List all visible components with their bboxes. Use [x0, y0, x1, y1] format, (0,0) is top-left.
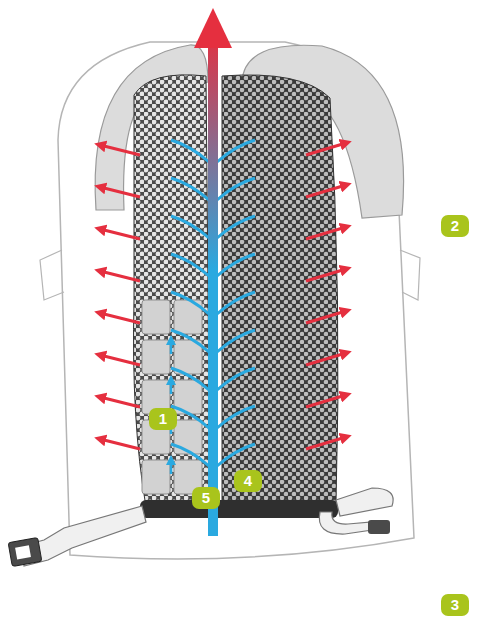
airflow-branch: [171, 330, 209, 352]
mesh-panel: [222, 75, 338, 507]
callout-number: 1: [159, 410, 167, 427]
airflow-branch: [217, 444, 255, 466]
callout-badge: 3: [441, 594, 469, 616]
heat-arrow: [306, 227, 346, 239]
heat-arrow: [100, 397, 140, 407]
hip-belt: [336, 488, 393, 516]
heat-arrow: [306, 395, 346, 407]
heat-arrow: [100, 187, 140, 197]
buckle: [8, 538, 42, 567]
heat-arrow: [306, 143, 346, 155]
foam-pad: [142, 340, 170, 374]
hip-belt-loop: [319, 512, 372, 534]
airflow-arrow: [170, 380, 173, 394]
airflow-arrow: [170, 340, 173, 354]
callout-badge: 2: [441, 215, 469, 237]
heat-arrow: [306, 437, 346, 449]
backpack-body: [58, 42, 414, 559]
foam-pad: [142, 460, 170, 494]
airflow-branch: [217, 178, 255, 200]
airflow-branch: [217, 140, 255, 162]
callout-number: 2: [451, 217, 459, 234]
airflow-branch: [171, 140, 209, 162]
callout-number: 4: [244, 472, 252, 489]
airflow-branch: [171, 292, 209, 314]
heat-arrow: [306, 185, 346, 197]
airflow-branch: [217, 406, 255, 428]
callout-badge: 5: [192, 487, 220, 509]
airflow-branch: [217, 292, 255, 314]
foam-pad: [174, 420, 202, 454]
heat-arrow: [100, 145, 140, 155]
airflow-branch: [171, 178, 209, 200]
panel-base: [140, 500, 338, 518]
heat-arrow: [100, 439, 140, 449]
heat-arrow: [100, 271, 140, 281]
heat-arrow: [100, 313, 140, 323]
airflow-branch: [217, 330, 255, 352]
buckle: [368, 520, 390, 534]
airflow-branch: [217, 254, 255, 276]
heat-arrow: [100, 229, 140, 239]
callout-number: 3: [451, 596, 459, 613]
heat-arrow: [306, 311, 346, 323]
airflow-branch: [217, 368, 255, 390]
airflow-branch: [171, 216, 209, 238]
airflow-branch: [217, 216, 255, 238]
side-strap: [40, 250, 64, 300]
heat-arrow: [306, 269, 346, 281]
airflow-branch: [171, 444, 209, 466]
side-strap: [400, 250, 420, 300]
foam-pad: [142, 300, 170, 334]
airflow-arrowhead: [194, 8, 232, 48]
callout-badge: 4: [234, 470, 262, 492]
mesh-panel: [134, 75, 211, 507]
callout-number: 5: [202, 489, 210, 506]
airflow-branch: [171, 368, 209, 390]
heat-arrow: [100, 355, 140, 365]
airflow-arrow: [170, 460, 173, 474]
heat-arrow: [306, 353, 346, 365]
airflow-channel: [208, 44, 218, 536]
callout-badge: 1: [149, 408, 177, 430]
airflow-branch: [171, 254, 209, 276]
buckle: [15, 545, 31, 559]
